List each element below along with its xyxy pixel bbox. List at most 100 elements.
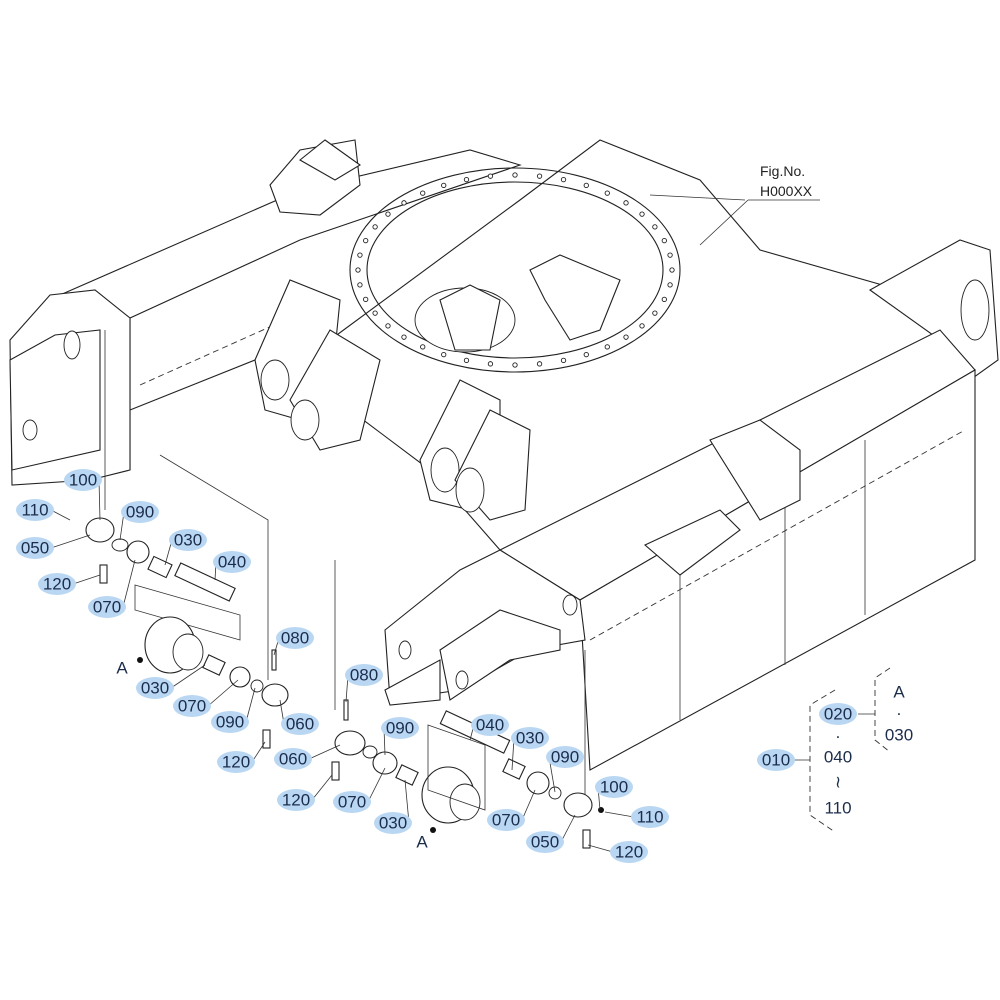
callout-label[interactable]: 060 — [279, 750, 307, 769]
right-callout-040[interactable]: 040 — [469, 714, 509, 741]
legend-dot: · — [896, 704, 902, 723]
figure-label: Fig.No. — [760, 163, 805, 179]
callout-label[interactable]: 030 — [516, 729, 544, 748]
leader-line — [521, 789, 536, 821]
callout-highlight — [276, 627, 314, 649]
leader-line — [560, 814, 576, 843]
leader-line — [604, 811, 635, 818]
leader-line — [72, 574, 101, 585]
right-callout-030[interactable]: 030 — [374, 779, 412, 834]
callout-label[interactable]: 050 — [21, 539, 49, 558]
leader-line — [404, 779, 410, 824]
callout-highlight — [333, 791, 371, 813]
callout-highlight — [277, 789, 315, 811]
right-roller-assembly-marker: A — [416, 833, 428, 852]
callout-label[interactable]: 090 — [551, 748, 579, 767]
callout-label: A — [116, 659, 128, 678]
callout-label[interactable]: 110 — [636, 808, 663, 827]
leader-line — [50, 509, 71, 521]
callout-highlight — [345, 664, 383, 686]
callout-label[interactable]: 060 — [286, 715, 314, 734]
callout-label[interactable]: 040 — [476, 716, 504, 735]
right-callout-120[interactable]: 120 — [277, 774, 333, 811]
left-roller-parts — [85, 517, 289, 749]
right-callout-120[interactable]: 120 — [587, 841, 648, 863]
leader-line — [251, 741, 266, 763]
leader-line — [98, 479, 101, 521]
left-callout-070[interactable]: 070 — [173, 679, 239, 717]
callout-label[interactable]: 120 — [222, 753, 250, 772]
right-callout-050[interactable]: 050 — [526, 814, 576, 853]
legend-assembly-010[interactable]: 010 — [762, 751, 790, 770]
left-callout-110[interactable]: 110 — [16, 499, 71, 521]
right-callout-070[interactable]: 070 — [487, 789, 536, 831]
callout-highlight — [64, 469, 102, 491]
right-callout-090[interactable]: 090 — [381, 717, 419, 756]
callout-label[interactable]: 030 — [174, 531, 202, 550]
callout-highlight — [121, 501, 159, 523]
left-callout-120[interactable]: 120 — [38, 573, 101, 595]
leader-line — [587, 844, 614, 853]
track-frame-drawing — [9, 139, 999, 800]
legend-dot: · — [835, 727, 841, 746]
bearing-bolt-holes — [355, 172, 675, 368]
callout-label[interactable]: 070 — [93, 598, 121, 617]
right-callout-110[interactable]: 110 — [604, 806, 669, 828]
callout-label[interactable]: 050 — [531, 833, 559, 852]
callout-label[interactable]: 080 — [350, 666, 378, 685]
callout-label[interactable]: 100 — [600, 778, 628, 797]
callout-highlight — [281, 713, 319, 735]
legend-range-end: 110 — [824, 799, 851, 818]
left-callout-030[interactable]: 030 — [136, 664, 206, 699]
callout-label[interactable]: 120 — [282, 791, 310, 810]
callout-label[interactable]: 030 — [141, 679, 169, 698]
callout-label[interactable]: 080 — [281, 629, 309, 648]
right-callout-100[interactable]: 100 — [595, 776, 633, 811]
legend-subassembly-020[interactable]: 020 — [824, 705, 852, 724]
legend-range-separator: ≀ — [835, 773, 841, 792]
left-callout-080[interactable]: 080 — [273, 627, 314, 656]
callout-highlight — [173, 695, 211, 717]
callout-label[interactable]: 070 — [178, 697, 206, 716]
callout-label[interactable]: 030 — [379, 814, 407, 833]
left-callout-070[interactable]: 070 — [88, 559, 136, 618]
legend-sub-a: A — [893, 683, 905, 702]
right-callout-030[interactable]: 030 — [511, 727, 549, 771]
left-callout-060[interactable]: 060 — [279, 699, 319, 735]
callout-highlight — [595, 776, 633, 798]
left-callout-030[interactable]: 030 — [164, 529, 207, 566]
left-callout-100[interactable]: 100 — [64, 469, 102, 521]
left-callout-040[interactable]: 040 — [213, 551, 251, 581]
callout-label[interactable]: 100 — [69, 471, 97, 490]
callout-label[interactable]: 120 — [43, 575, 71, 594]
callout-label[interactable]: 090 — [216, 713, 244, 732]
callout-highlight — [487, 809, 525, 831]
callout-highlight — [274, 748, 312, 770]
callout-label[interactable]: 040 — [218, 553, 246, 572]
callout-label[interactable]: 090 — [386, 719, 414, 738]
leader-line — [367, 767, 386, 803]
left-roller-assembly-marker: A — [116, 659, 128, 678]
left-callout-120[interactable]: 120 — [217, 741, 266, 773]
callout-label[interactable]: 090 — [126, 503, 154, 522]
callout-highlight — [471, 714, 509, 736]
callout-highlight — [526, 831, 564, 853]
callout-label[interactable]: 070 — [338, 793, 366, 812]
figure-number: H000XX — [760, 183, 813, 199]
left-callout-050[interactable]: 050 — [16, 534, 91, 559]
callout-label[interactable]: 110 — [21, 501, 48, 520]
legend-sub-end: 030 — [885, 726, 913, 745]
right-callout-060[interactable]: 060 — [274, 744, 341, 770]
left-callout-090[interactable]: 090 — [119, 501, 159, 541]
left-callout-090[interactable]: 090 — [211, 687, 256, 733]
right-callout-080[interactable]: 080 — [345, 664, 383, 703]
right-callout-090[interactable]: 090 — [546, 746, 584, 793]
callout-highlight — [511, 727, 549, 749]
callout-label[interactable]: 070 — [492, 811, 520, 830]
callout-highlight — [16, 499, 54, 521]
right-roller-parts — [331, 699, 604, 849]
right-callout-070[interactable]: 070 — [333, 767, 386, 813]
leader-line — [170, 664, 206, 689]
callout-label[interactable]: 120 — [615, 843, 643, 862]
